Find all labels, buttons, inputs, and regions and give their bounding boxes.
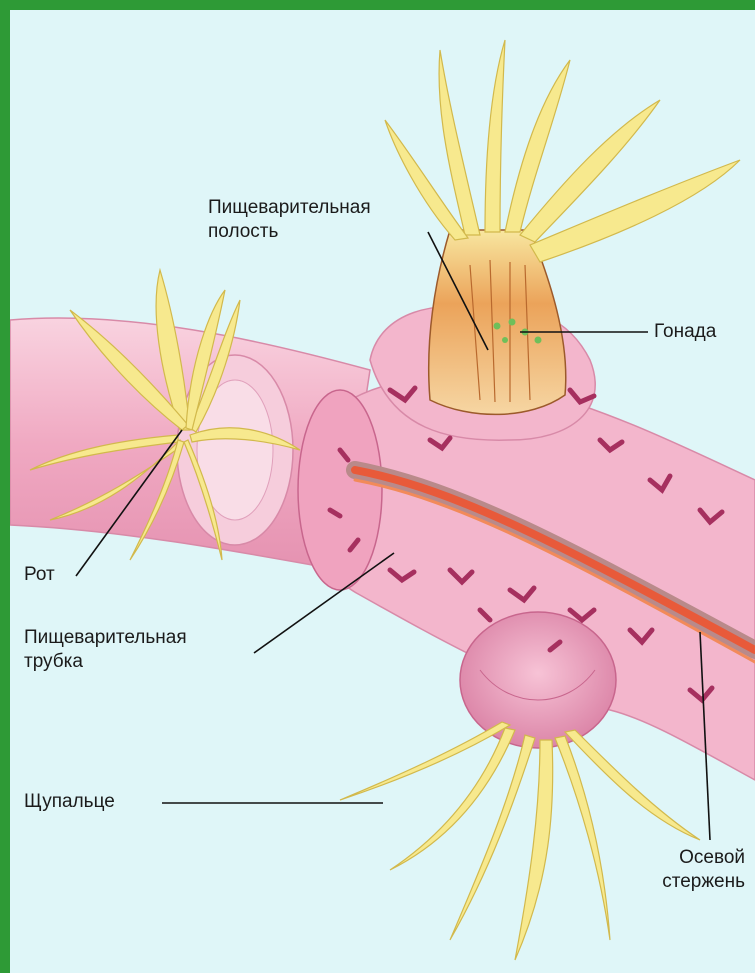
coral-illustration (10, 10, 755, 973)
label-gonad: Гонада (654, 320, 716, 344)
label-digestive-cavity: Пищеварительная полость (208, 196, 371, 244)
label-axial-rod: Осевой стержень (630, 846, 745, 894)
gonad-dot (494, 323, 501, 330)
lower-polyp-bulb (460, 612, 616, 748)
label-digestive-tube: Пищеварительная трубка (24, 626, 187, 674)
label-tentacle: Щупальце (24, 790, 115, 814)
lower-tentacles (340, 722, 700, 960)
diagram-frame: Пищеварительная полость Гонада Рот Пищев… (10, 10, 755, 973)
branch-cut-face (298, 390, 382, 590)
label-mouth: Рот (24, 563, 55, 587)
upper-tentacles (385, 40, 740, 262)
